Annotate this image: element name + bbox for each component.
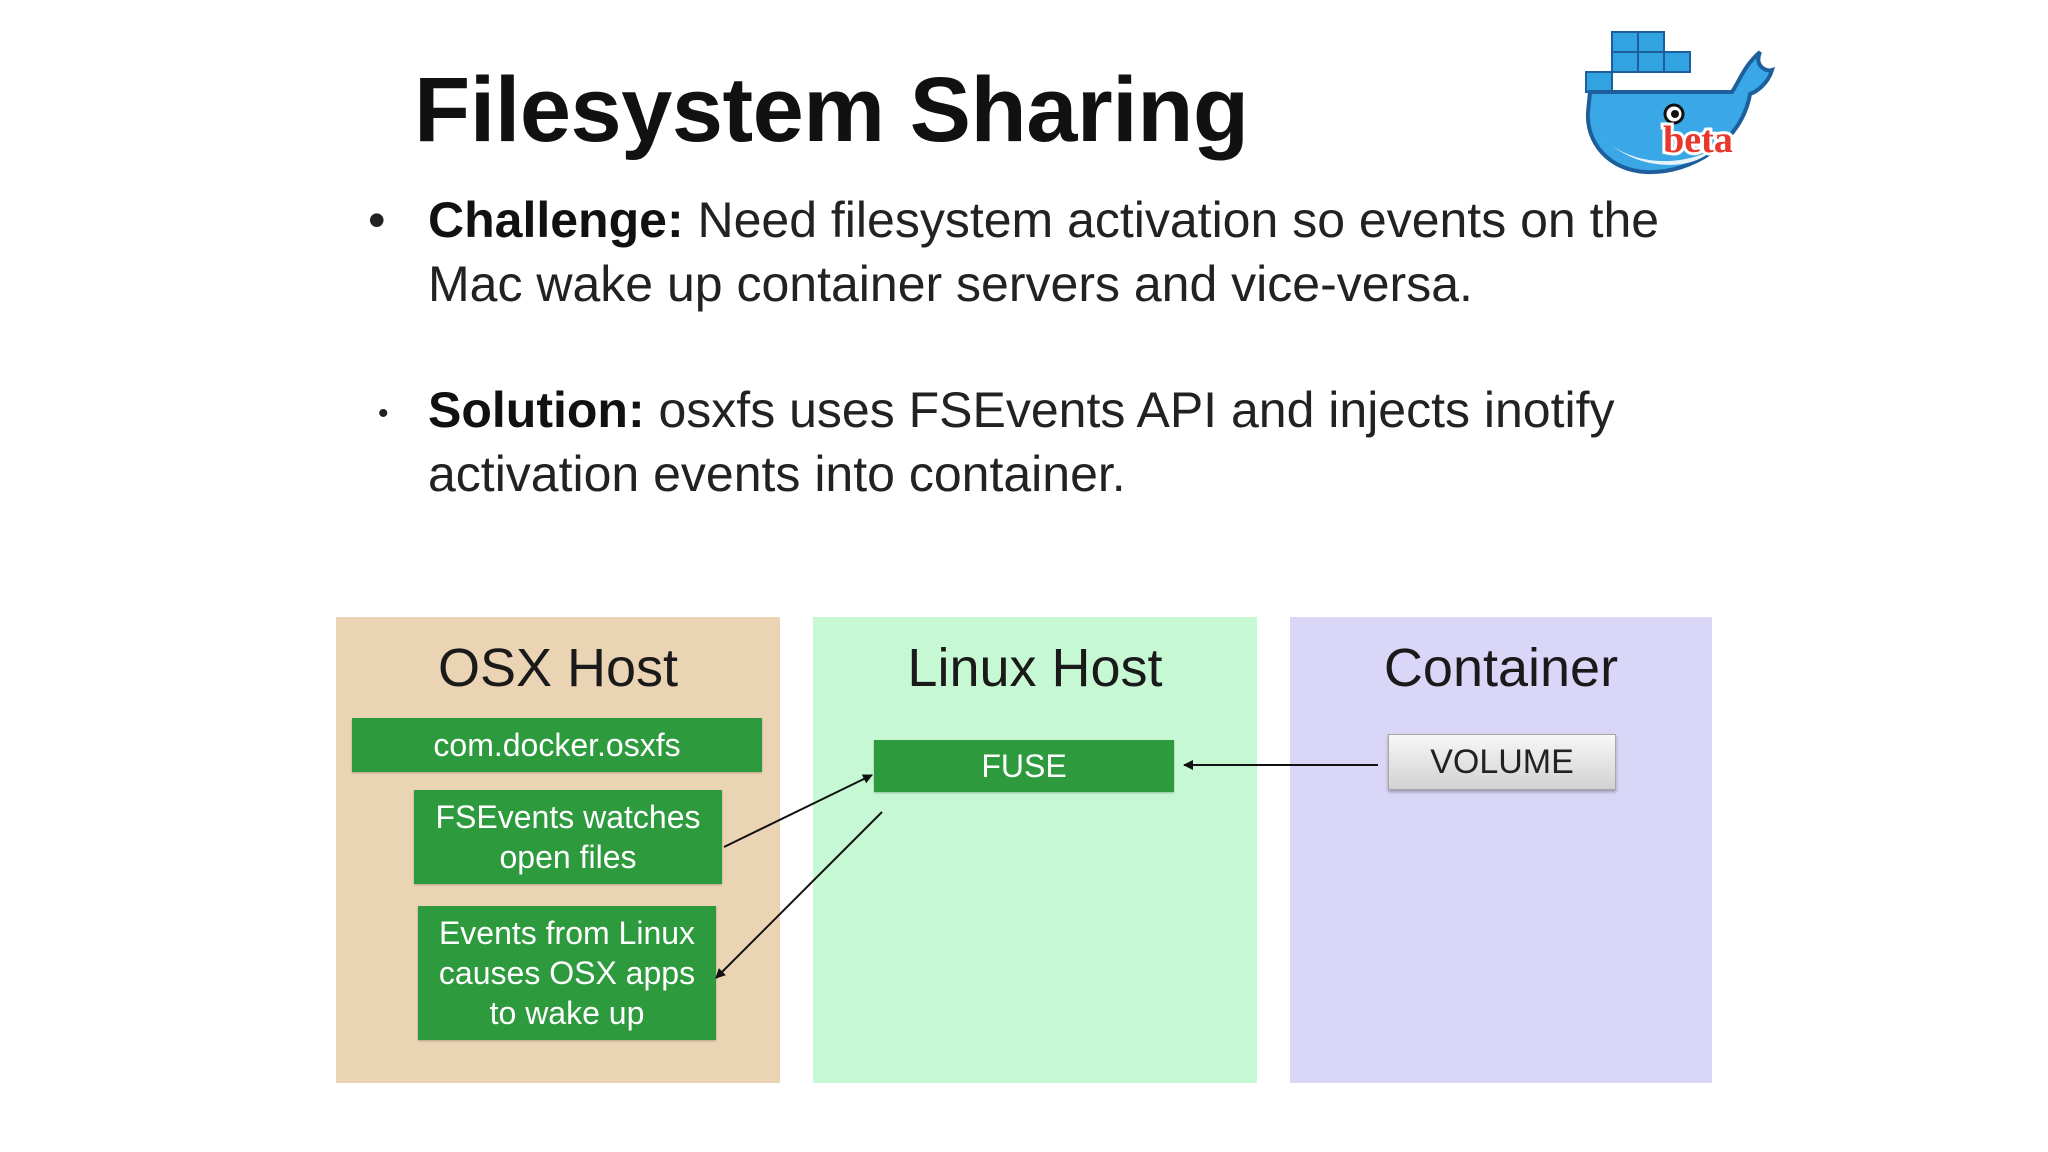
fsevents-box: FSEvents watches open files bbox=[414, 790, 722, 884]
bullet-text: osxfs uses FSEvents API and injects inot… bbox=[428, 382, 1615, 502]
bullet-marker: • bbox=[378, 397, 389, 430]
docker-whale-icon bbox=[1585, 31, 1775, 175]
fsevents-label: FSEvents watches open files bbox=[435, 799, 701, 875]
bullet-label: Challenge: bbox=[428, 192, 684, 248]
arrow-fuse-to-osx-events bbox=[715, 811, 883, 979]
panel-title: Linux Host bbox=[907, 638, 1163, 698]
bullet-marker: • bbox=[368, 192, 386, 248]
fuse-box: FUSE bbox=[874, 740, 1174, 792]
osxfs-label: com.docker.osxfs bbox=[433, 727, 681, 763]
panel-title: OSX Host bbox=[437, 638, 679, 698]
linux-host-panel: Linux Host bbox=[813, 617, 1257, 1083]
container-panel: Container bbox=[1290, 617, 1712, 1083]
linux-events-label: Events from Linux causes OSX apps to wak… bbox=[438, 915, 696, 1031]
beta-badge: beta bbox=[1663, 119, 1733, 161]
linux-events-box: Events from Linux causes OSX apps to wak… bbox=[418, 906, 716, 1040]
panel-title: Container bbox=[1383, 638, 1619, 698]
bullet-text: Need filesystem activation so events on … bbox=[428, 192, 1660, 312]
osxfs-box: com.docker.osxfs bbox=[352, 718, 762, 772]
slide-title: Filesystem Sharing bbox=[414, 59, 1249, 161]
volume-box: VOLUME bbox=[1388, 734, 1616, 790]
bullet-label: Solution: bbox=[428, 382, 645, 438]
docker-beta-logo: beta bbox=[1585, 31, 1775, 175]
volume-label: VOLUME bbox=[1430, 742, 1574, 781]
fuse-label: FUSE bbox=[981, 748, 1067, 784]
arrow-fsevents-to-fuse bbox=[723, 774, 873, 848]
